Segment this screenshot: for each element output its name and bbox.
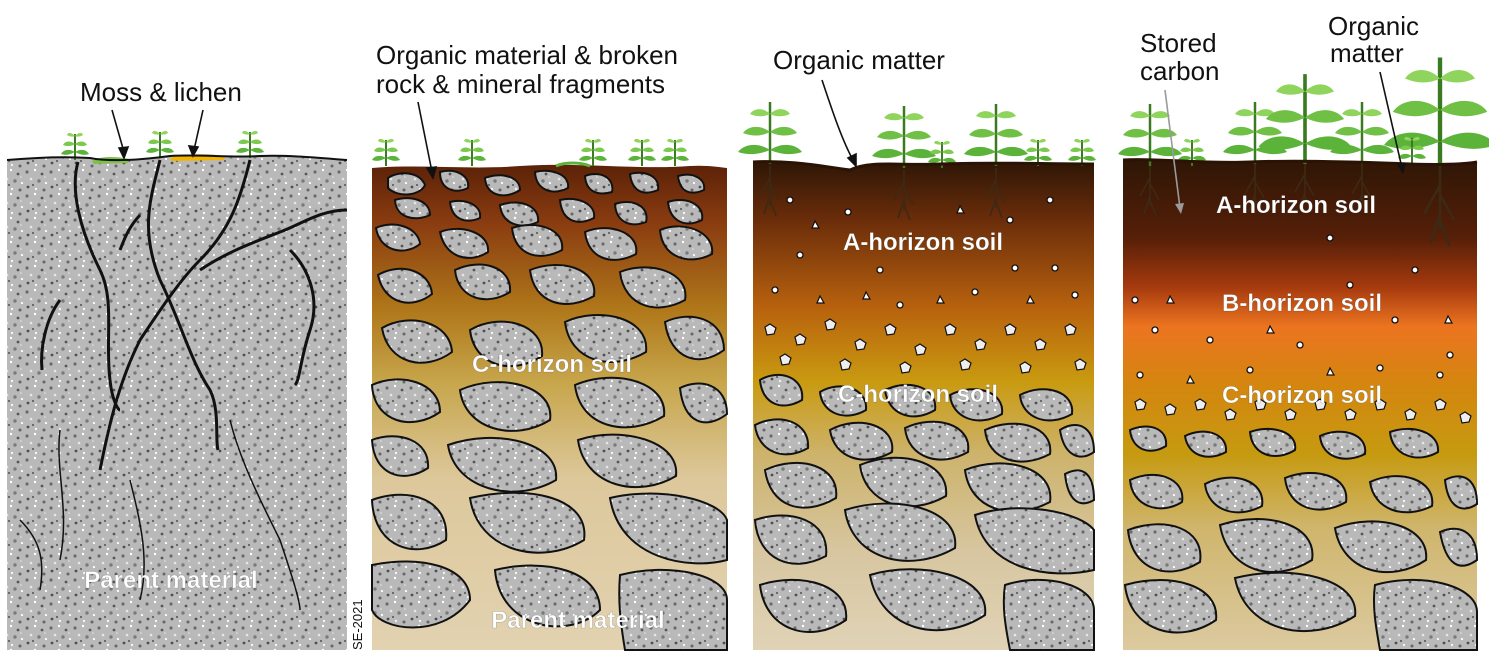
- horizon-label-c: C-horizon soil: [1222, 382, 1382, 409]
- plant-icon: [1384, 58, 1489, 167]
- horizon-label-a: A-horizon soil: [1216, 192, 1376, 219]
- horizon-label-parent-material: Parent material: [84, 567, 257, 594]
- seedling-icon: [235, 129, 265, 159]
- stored-carbon-label-line2: carbon: [1140, 56, 1220, 86]
- seedling-icon: [145, 129, 175, 159]
- horizon-label-b: B-horizon soil: [1222, 290, 1382, 317]
- panel-3-young-soil: [736, 100, 1097, 651]
- rock-fine-cracks: [19, 419, 301, 611]
- horizon-label-c: C-horizon soil: [838, 381, 998, 408]
- credit-label: SE-2021: [350, 599, 365, 650]
- seedling-icon: [578, 137, 608, 167]
- plant-icon: [1116, 102, 1184, 168]
- plant-icon: [962, 102, 1030, 168]
- horizon-label-c: C-horizon soil: [472, 351, 632, 378]
- panel-3-labels: Organic matter A-horizon soil C-horizon …: [773, 45, 1003, 408]
- moss-lichen-label: Moss & lichen: [80, 77, 242, 107]
- panel-1-labels: Moss & lichen Parent material: [80, 77, 258, 594]
- seedling-icon: [660, 137, 690, 167]
- rock-fragments: [370, 169, 729, 651]
- rock-cracks: [40, 159, 348, 471]
- rock-fragments: [1123, 425, 1479, 651]
- horizon-label-parent-material: Parent material: [491, 607, 664, 634]
- plant-icon: [1328, 100, 1396, 166]
- panel-4-labels: Stored carbon Organic matter A-horizon s…: [1140, 11, 1419, 409]
- panel-1-bare-rock: [6, 129, 348, 650]
- stored-carbon-label-line1: Stored: [1140, 28, 1217, 58]
- panel-2-weathering: [370, 137, 729, 651]
- organic-matter-label-line2: matter: [1330, 38, 1404, 68]
- label-arrows: [1164, 71, 1406, 214]
- seedling-icon: [371, 137, 401, 167]
- label-arrows: [821, 79, 857, 168]
- rock-fragments: [753, 373, 1096, 651]
- organic-material-label-line1: Organic material & broken: [376, 40, 678, 70]
- organic-matter-label: Organic matter: [773, 45, 945, 75]
- label-arrows: [417, 101, 438, 181]
- seedling-icon: [457, 137, 487, 167]
- plant-icon: [870, 104, 938, 170]
- horizon-label-a: A-horizon soil: [843, 229, 1003, 256]
- label-arrows: [111, 109, 204, 161]
- organic-material-label-line2: rock & mineral fragments: [376, 69, 665, 99]
- organic-matter-label-line1: Organic: [1328, 11, 1419, 41]
- seedling-icon: [627, 137, 657, 167]
- panel-2-labels: Organic material & broken rock & mineral…: [350, 40, 678, 650]
- panel-4-mature-soil: [1116, 58, 1489, 651]
- plant-icon: [736, 100, 804, 166]
- seedling-icon: [60, 131, 90, 161]
- seedling-icon: [1067, 137, 1097, 167]
